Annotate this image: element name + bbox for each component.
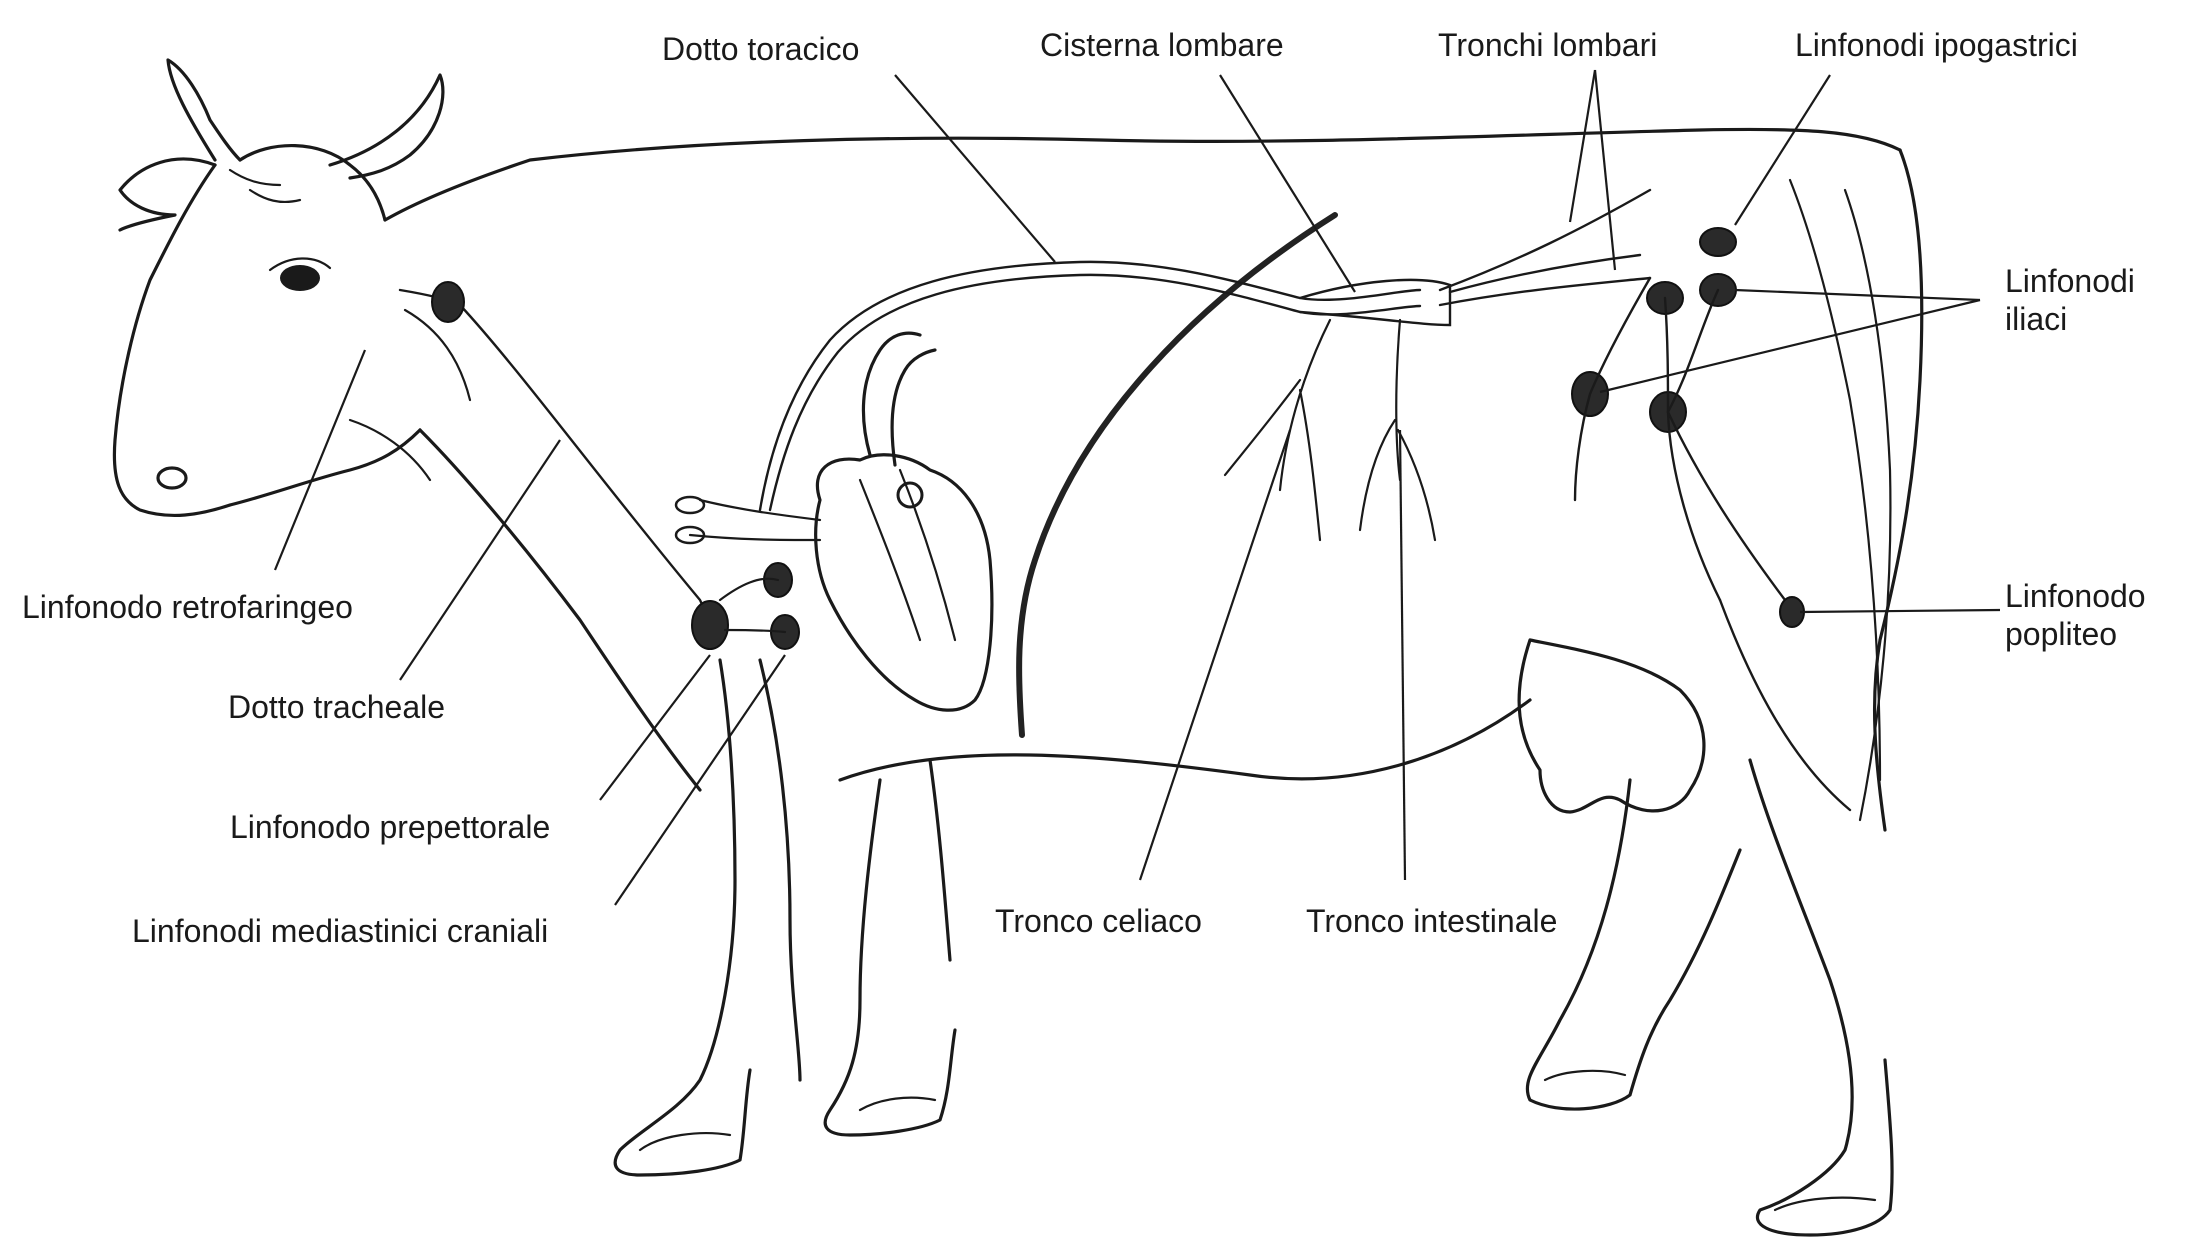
label-tronco-celiaco: Tronco celiaco — [995, 903, 1202, 939]
label-linfonodi-mediastinici-craniali: Linfonodi mediastinici craniali — [132, 913, 549, 949]
label-linfonodo-retrofaringeo: Linfonodo retrofaringeo — [22, 589, 353, 625]
thoracic-duct — [758, 188, 1652, 512]
label-linfonodi-ipogastrici: Linfonodi ipogastrici — [1795, 27, 2078, 63]
label-tronchi-lombari: Tronchi lombari — [1438, 27, 1658, 63]
label-linfonodi-iliaci-2: iliaci — [2005, 301, 2068, 337]
label-linfonodo-popliteo-2: popliteo — [2005, 616, 2118, 652]
label-linfonodo-prepettorale: Linfonodo prepettorale — [230, 809, 551, 845]
diaphragm-line — [1016, 212, 1338, 738]
lymph-chains — [398, 227, 1852, 812]
leader-lines — [273, 69, 2001, 906]
cow-outline — [112, 58, 1924, 1237]
heart — [674, 331, 994, 712]
label-linfonodi-iliaci-1: Linfonodi — [2005, 263, 2135, 299]
label-tronco-intestinale: Tronco intestinale — [1306, 903, 1558, 939]
abdominal-trunks — [1223, 318, 1437, 542]
label-dotto-toracico: Dotto toracico — [662, 31, 860, 67]
label-dotto-tracheale: Dotto tracheale — [228, 689, 446, 725]
label-linfonodo-popliteo-1: Linfonodo — [2005, 578, 2146, 614]
label-cisterna-lombare: Cisterna lombare — [1040, 27, 1284, 63]
